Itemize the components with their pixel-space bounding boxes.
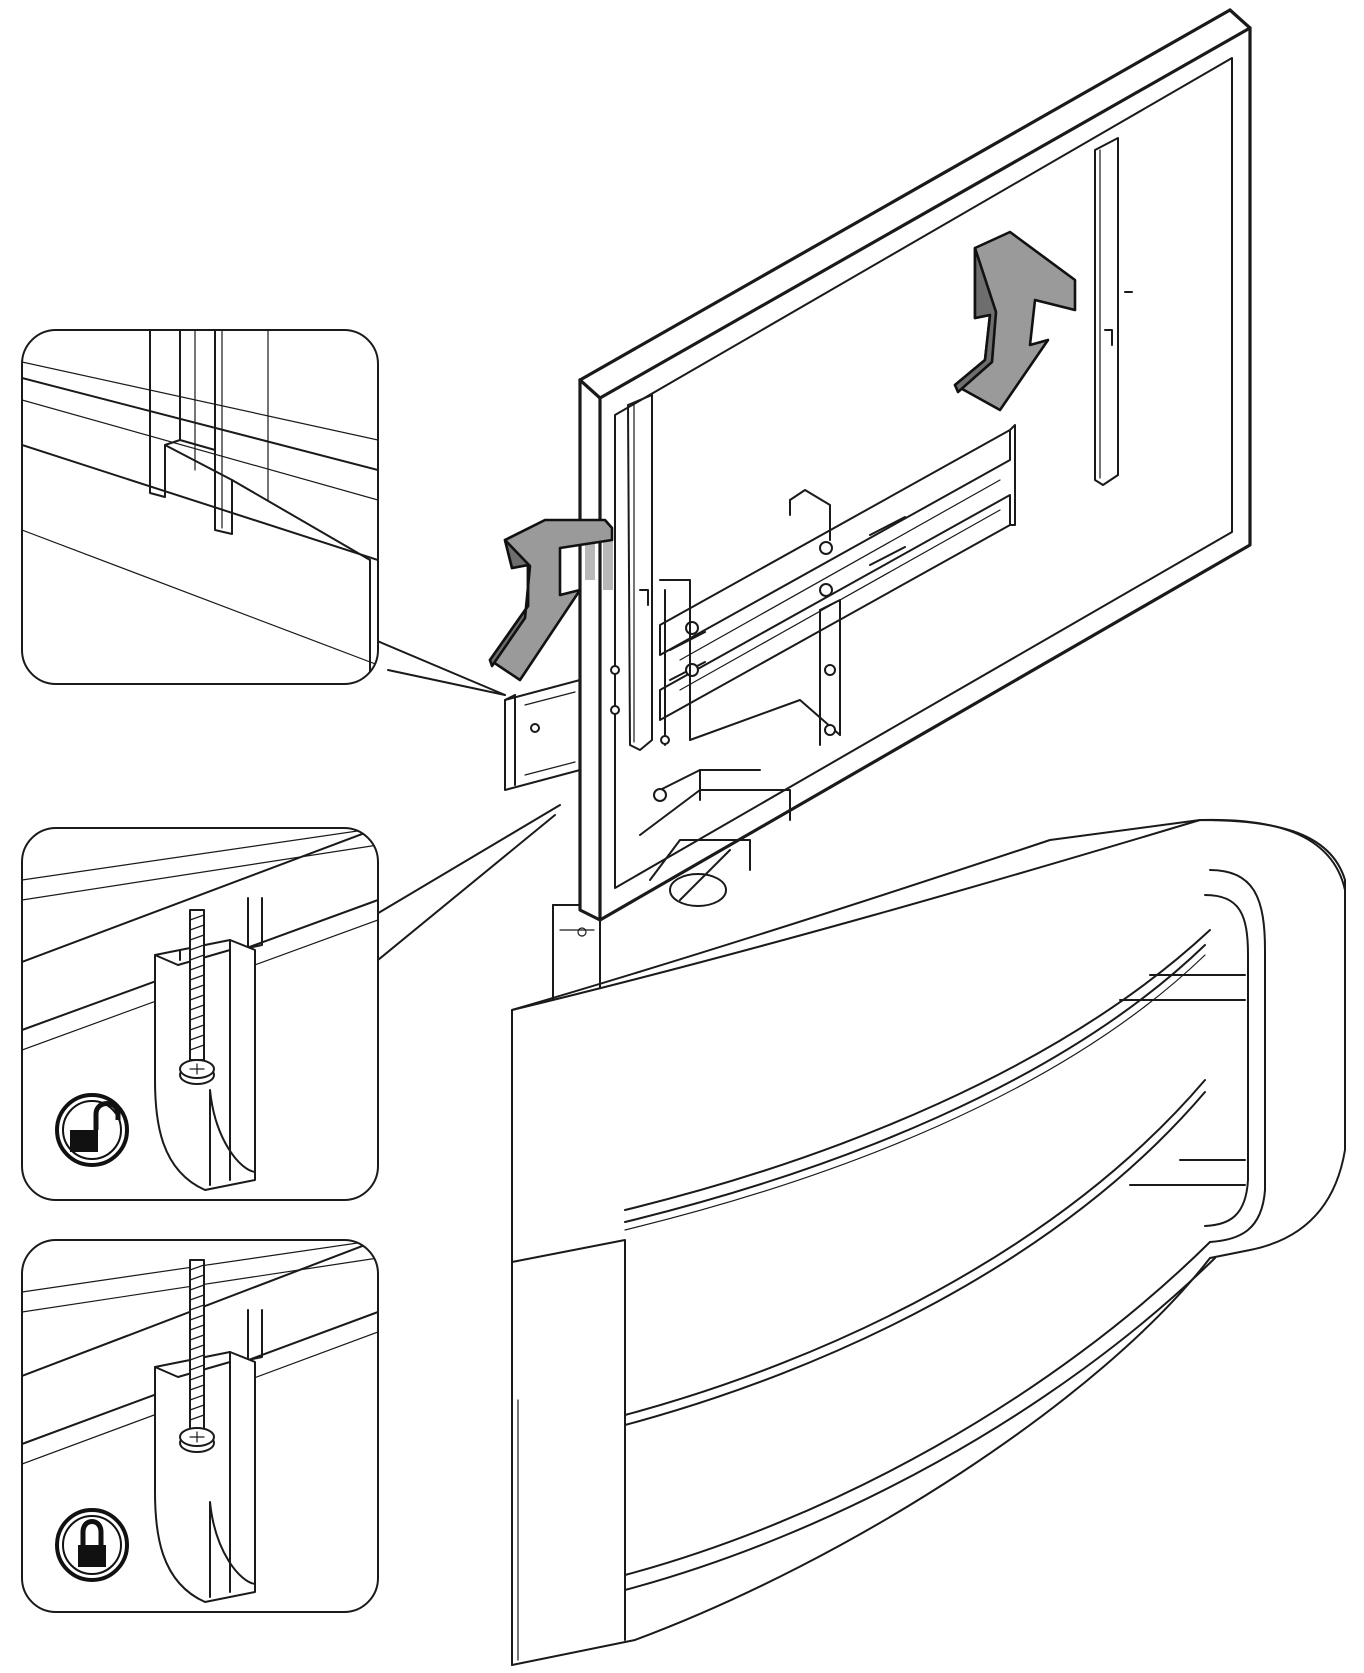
inset-screw-unlocked [21, 804, 561, 1201]
stand-cabinet [511, 818, 1346, 1666]
inset-screw-locked [21, 1239, 379, 1613]
unlocked-padlock-icon [55, 1093, 129, 1167]
locked-padlock-icon [55, 1508, 129, 1582]
wall-rail [504, 679, 581, 791]
tv-panel [578, 8, 1252, 922]
inset-hook-detail [21, 329, 506, 696]
down-arrow-right [953, 230, 1077, 412]
down-arrow-left [488, 518, 614, 682]
